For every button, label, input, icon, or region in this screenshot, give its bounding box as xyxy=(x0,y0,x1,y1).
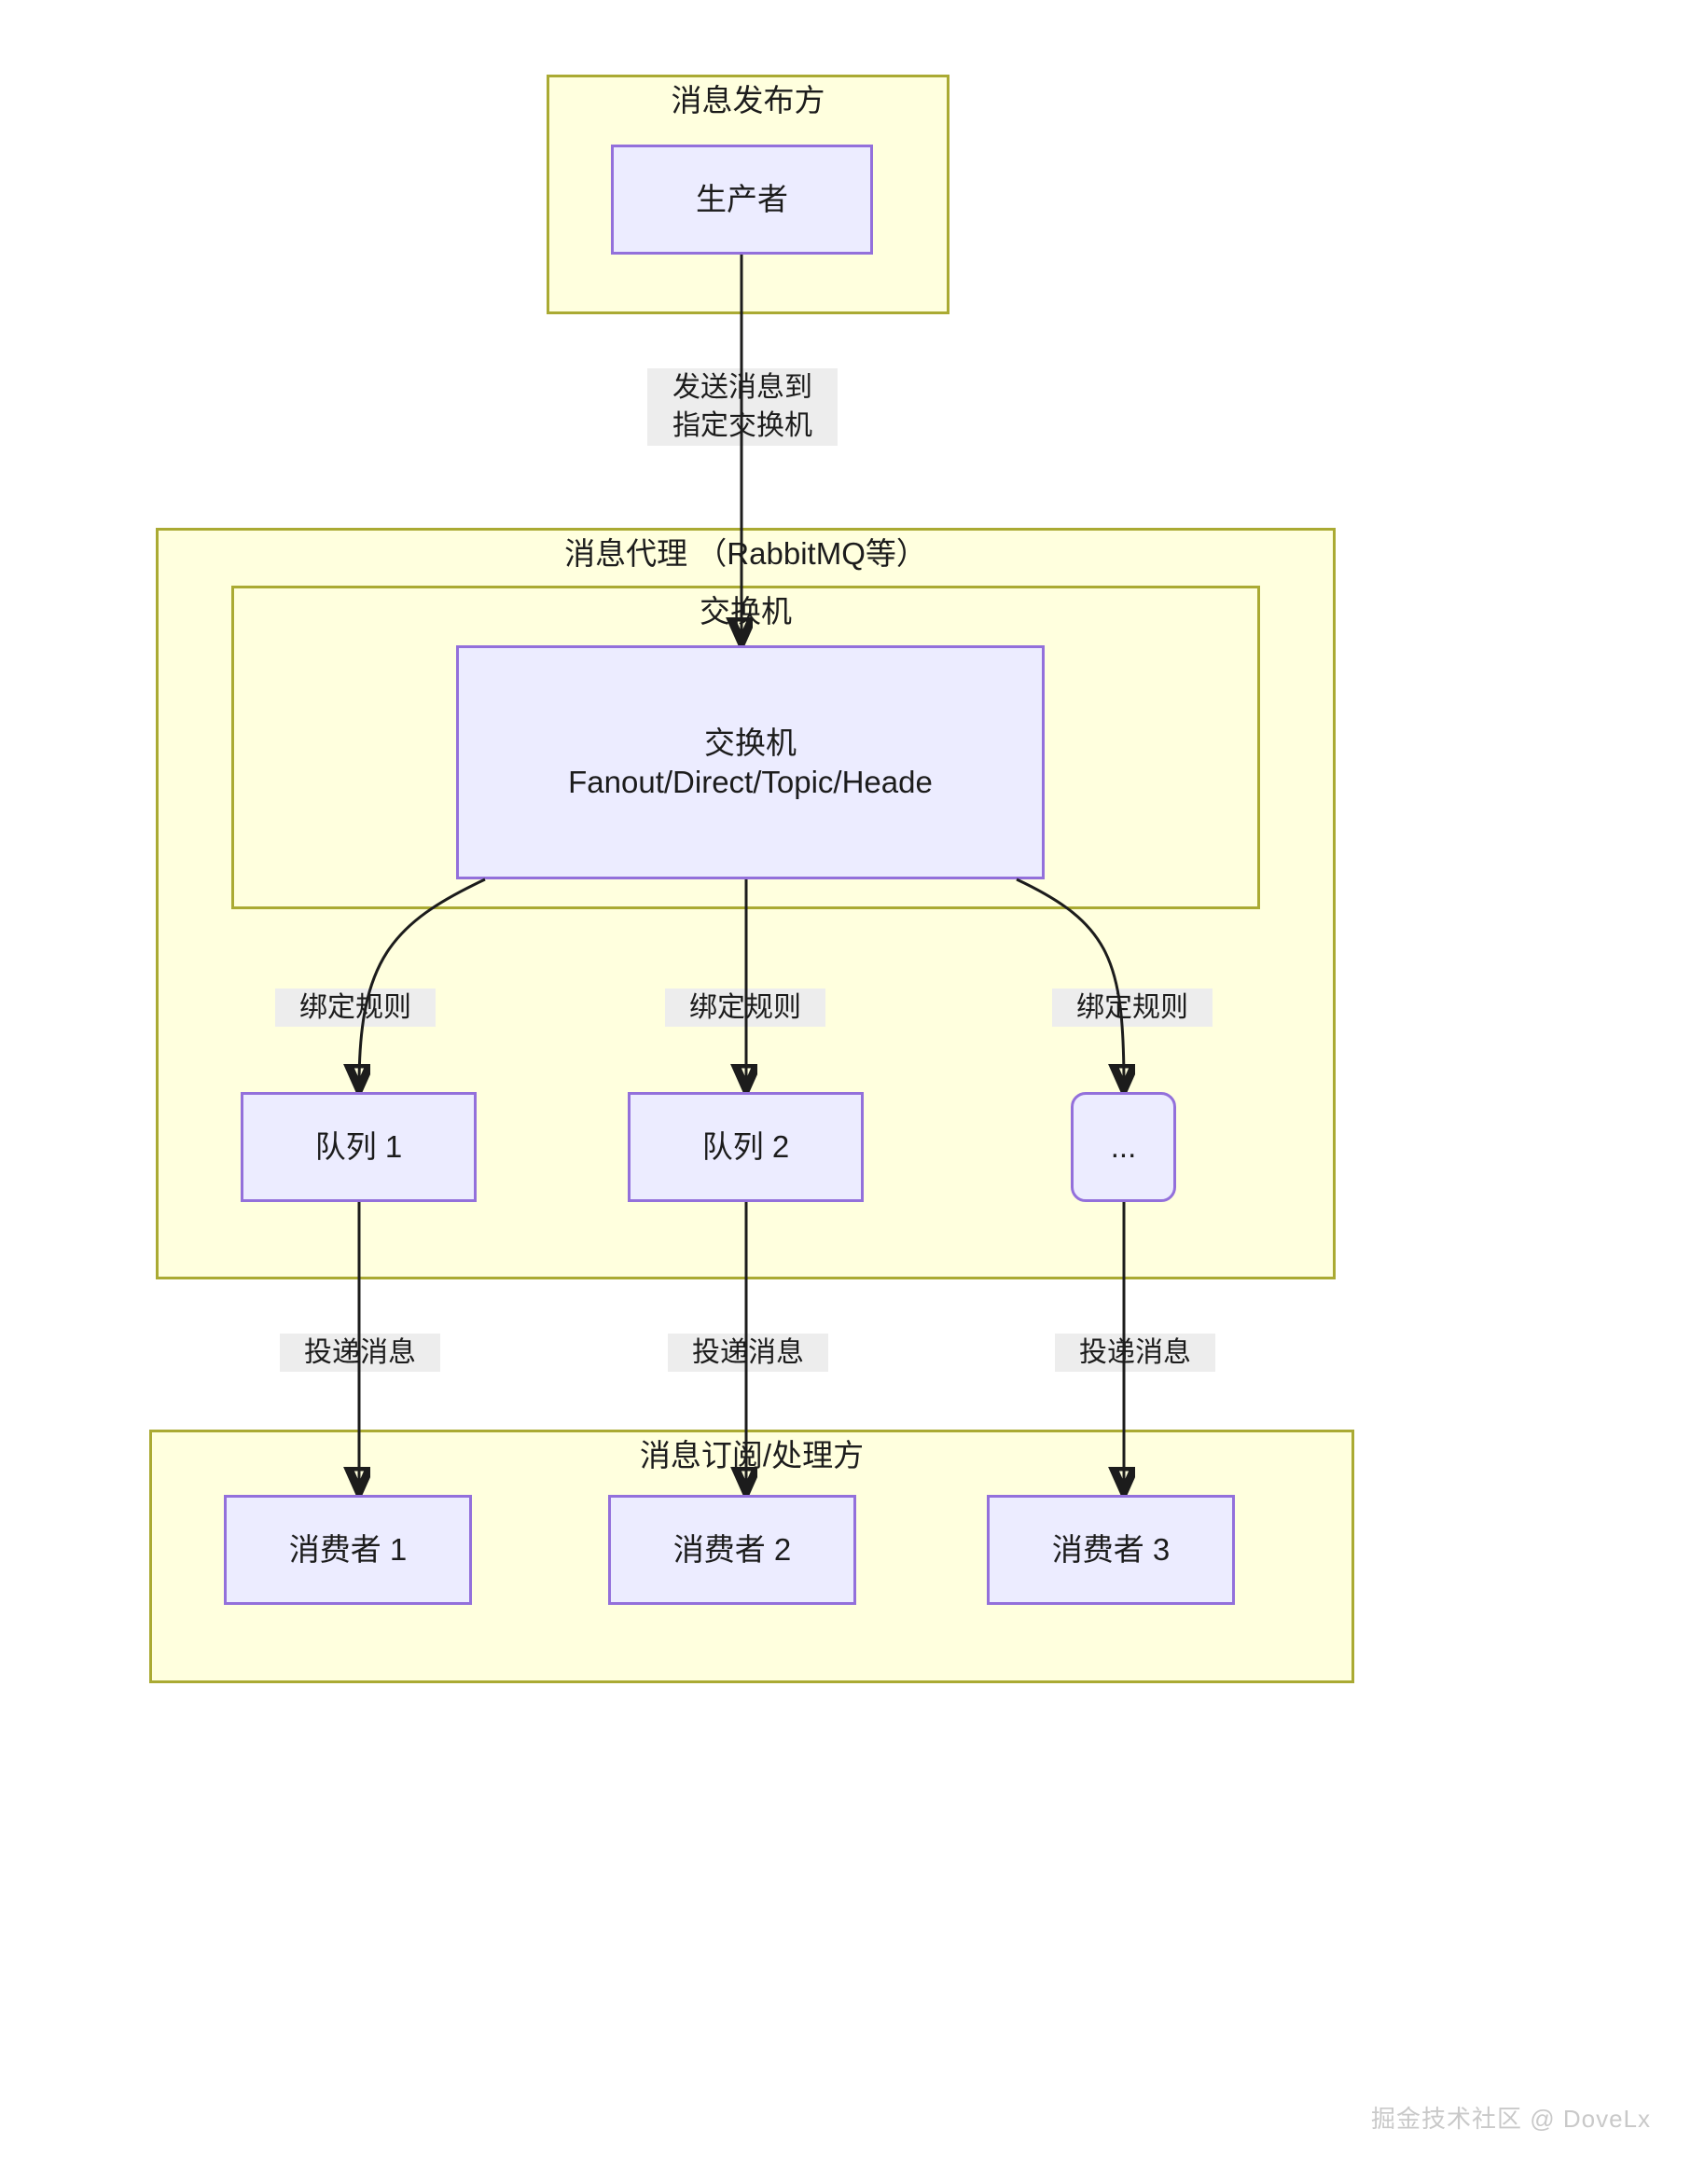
node-queue-3[interactable]: ... xyxy=(1071,1092,1176,1202)
edge-label-binding-2: 绑定规则 xyxy=(665,988,825,1028)
edge-label-publish-line1: 发送消息到 xyxy=(672,372,812,403)
node-producer-label: 生产者 xyxy=(696,182,788,217)
node-consumer-3-label: 消费者 3 xyxy=(1051,1532,1171,1568)
node-queue-1[interactable]: 队列 1 xyxy=(241,1092,477,1202)
edge-label-deliver-1: 投递消息 xyxy=(280,1334,440,1373)
node-queue-2-label: 队列 2 xyxy=(701,1129,790,1165)
edge-label-deliver-3: 投递消息 xyxy=(1055,1334,1215,1373)
broker-group-title: 消息代理 （RabbitMQ等） xyxy=(564,536,927,571)
publisher-group-title: 消息发布方 xyxy=(671,83,825,117)
node-consumer-1-label: 消费者 1 xyxy=(288,1532,408,1568)
exchange-group-title: 交换机 xyxy=(700,594,792,629)
node-consumer-3[interactable]: 消费者 3 xyxy=(987,1495,1235,1605)
edge-label-deliver-2: 投递消息 xyxy=(668,1334,828,1373)
consumer-group-title: 消息订阅/处理方 xyxy=(639,1438,865,1472)
node-consumer-2[interactable]: 消费者 2 xyxy=(608,1495,856,1605)
node-exchange[interactable]: 交换机 Fanout/Direct/Topic/Heade xyxy=(456,645,1045,879)
node-consumer-1[interactable]: 消费者 1 xyxy=(224,1495,472,1605)
edge-label-publish: 发送消息到 指定交换机 xyxy=(647,368,838,446)
edge-label-publish-line2: 指定交换机 xyxy=(672,410,812,442)
node-queue-1-label: 队列 1 xyxy=(314,1129,403,1165)
node-producer[interactable]: 生产者 xyxy=(611,145,873,255)
node-exchange-label-kinds: Fanout/Direct/Topic/Heade xyxy=(568,764,933,799)
node-queue-3-label: ... xyxy=(1110,1129,1137,1165)
edge-label-binding-3: 绑定规则 xyxy=(1052,988,1213,1028)
node-queue-2[interactable]: 队列 2 xyxy=(628,1092,864,1202)
node-consumer-2-label: 消费者 2 xyxy=(672,1532,792,1568)
edge-label-binding-1: 绑定规则 xyxy=(275,988,436,1028)
node-exchange-label-type: 交换机 xyxy=(704,726,797,761)
watermark: 掘金技术社区 @ DoveLx xyxy=(1371,2105,1651,2133)
